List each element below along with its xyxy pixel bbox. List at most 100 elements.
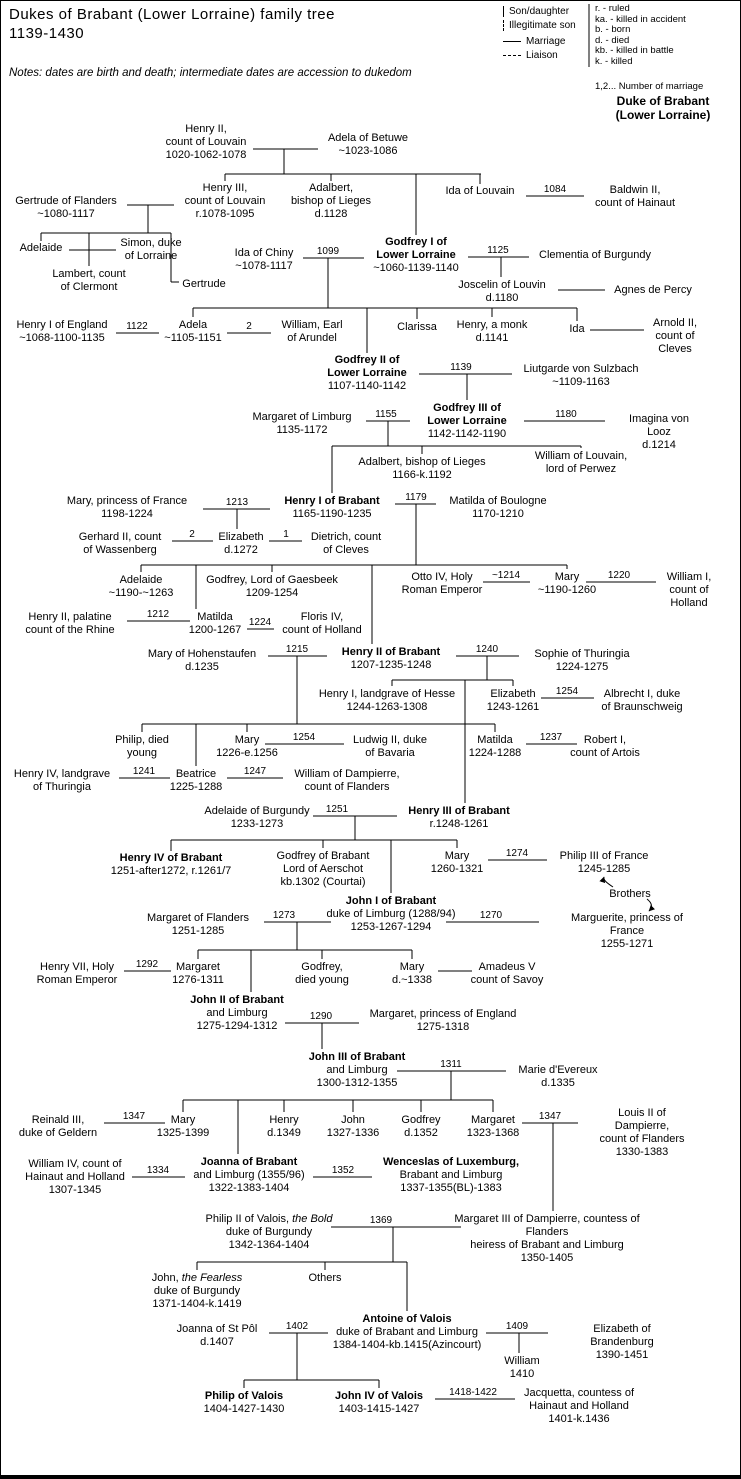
person-henry-iv-of-brabant: Henry IV of Brabant 1251-after1272, r.12… xyxy=(110,852,232,877)
abbr-killed-battle: kb. - killed in battle xyxy=(595,45,674,56)
person-imagina-von-looz: Imagina von Looz d.1214 xyxy=(629,413,689,451)
marriage-number-label: 1 xyxy=(283,529,289,540)
person-margaret-of-flanders: Margaret of Flanders 1251-1285 xyxy=(146,912,250,937)
person-louis-ii-of-dampierre: Louis II of Dampierre, count of Flanders… xyxy=(599,1107,685,1158)
person-mary-1190: Mary ~1190-1260 xyxy=(537,571,597,596)
person-margaret-1276: Margaret 1276-1311 xyxy=(172,961,224,986)
abbr-died: d. - died xyxy=(595,34,630,46)
person-gertrude-of-flanders: Gertrude of Flanders ~1080-1117 xyxy=(15,195,117,220)
person-adalbert-bishop-of-lieges: Adalbert, bishop of Lieges d.1128 xyxy=(290,182,372,220)
person-clementia-of-burgundy: Clementia of Burgundy xyxy=(539,249,651,261)
marriage-year-label: 1125 xyxy=(487,245,509,256)
person-mary-1325: Mary 1325-1399 xyxy=(156,1114,210,1139)
person-matilda-1200: Matilda 1200-1267 xyxy=(188,611,242,636)
marriage-year-label: 1290 xyxy=(309,1011,333,1022)
person-otto-iv-holy-roman-emperor: Otto IV, Holy Roman Emperor xyxy=(401,571,483,596)
abbr-ruled: r. - ruled xyxy=(595,3,630,14)
abbr-born: b. - born xyxy=(595,24,631,35)
marriage-year-label: 1213 xyxy=(225,497,249,508)
marriage-year-label: 1139 xyxy=(450,362,472,373)
person-philip-of-valois: Philip of Valois 1404-1427-1430 xyxy=(203,1390,285,1415)
legend-marriage: Marriage xyxy=(503,36,565,48)
legend-abbreviations: r. - ruled ka. - killed in accident b. -… xyxy=(595,3,686,67)
person-henry-a-monk: Henry, a monk d.1141 xyxy=(456,319,528,344)
person-henry-iii-count-of-louvain: Henry III, count of Louvain r.1078-1095 xyxy=(184,182,266,220)
person-matilda-1224: Matilda 1224-1288 xyxy=(468,734,522,759)
person-margaret-iii-of-dampierre: Margaret III of Dampierre, countess of F… xyxy=(454,1213,640,1264)
marriage-year-label: 1254 xyxy=(555,686,579,697)
marriage-year-label: 1347 xyxy=(122,1111,146,1122)
marriage-year-label: 1180 xyxy=(555,409,577,420)
marriage-year-label: 1099 xyxy=(316,246,340,257)
marriage-year-label: 1237 xyxy=(539,732,563,743)
person-mary-princess-of-france: Mary, princess of France 1198-1224 xyxy=(66,495,188,520)
person-simon-duke-of-lorraine: Simon, duke of Lorraine xyxy=(120,237,182,262)
person-antoine-of-valois: Antoine of Valois duke of Brabant and Li… xyxy=(332,1313,482,1351)
page-title: Dukes of Brabant (Lower Lorraine) family… xyxy=(9,5,335,43)
person-henry-i-of-england: Henry I of England ~1068-1100-1135 xyxy=(16,319,108,344)
person-marie-devereux: Marie d'Evereux d.1335 xyxy=(518,1064,598,1089)
person-henry-ii-palatine-count-of-the-rhine: Henry II, palatine count of the Rhine xyxy=(25,611,115,636)
person-henry-i-of-brabant: Henry I of Brabant 1165-1190-1235 xyxy=(284,495,380,520)
person-william-of-louvain-lord-of-perwez: William of Louvain, lord of Perwez xyxy=(534,450,628,475)
brothers-arrow-up xyxy=(599,876,614,888)
legend-duke-note: Duke of Brabant (Lower Lorraine) xyxy=(615,94,711,122)
abbr-killed: k. - killed xyxy=(595,55,633,67)
person-floris-iv-count-of-holland: Floris IV, count of Holland xyxy=(282,611,362,636)
person-gertrude: Gertrude xyxy=(182,278,226,290)
person-dietrich-count-of-cleves: Dietrich, count of Cleves xyxy=(310,531,382,556)
legend-liaison: Liaison xyxy=(503,50,558,62)
person-marguerite-princess-of-france: Marguerite, princess of France 1255-1271 xyxy=(571,912,683,950)
person-henry-i-landgrave-of-hesse: Henry I, landgrave of Hesse 1244-1263-13… xyxy=(318,688,456,713)
person-reinald-iii-duke-of-geldern: Reinald III, duke of Geldern xyxy=(18,1114,98,1139)
person-mary-1260: Mary 1260-1321 xyxy=(430,850,484,875)
person-albrecht-i-duke-of-braunschweig: Albrecht I, duke of Braunschweig xyxy=(601,688,683,713)
person-godfrey-died-young: Godfrey, died young xyxy=(295,961,349,986)
person-john-iii-of-brabant: John III of Brabant and Limburg 1300-131… xyxy=(308,1051,406,1089)
person-ludwig-ii-duke-of-bavaria: Ludwig II, duke of Bavaria xyxy=(353,734,427,759)
legend-son-daughter: Son/daughter xyxy=(503,6,569,18)
marriage-year-label: 1212 xyxy=(146,609,170,620)
marriage-year-label: 1352 xyxy=(331,1165,355,1176)
person-philip-died-young: Philip, died young xyxy=(115,734,169,759)
person-godfrey-lord-of-gaesbeek: Godfrey, Lord of Gaesbeek 1209-1254 xyxy=(206,574,338,599)
person-adela-of-betuwe: Adela of Betuwe ~1023-1086 xyxy=(327,132,409,157)
person-william-iv-count-of-hainaut: William IV, count of Hainaut and Holland… xyxy=(25,1158,125,1196)
person-henry-iii-of-brabant: Henry III of Brabant r.1248-1261 xyxy=(408,805,510,830)
person-wenceslas-of-luxemburg: Wenceslas of Luxemburg, Brabant and Limb… xyxy=(382,1156,520,1194)
person-ida-of-louvain: Ida of Louvain xyxy=(445,185,515,197)
marriage-year-label: 1274 xyxy=(505,848,529,859)
person-mary-d1338: Mary d.~1338 xyxy=(391,961,433,986)
marriage-year-label: 1179 xyxy=(405,492,427,503)
person-william-earl-of-arundel: William, Earl of Arundel xyxy=(281,319,343,344)
person-henry-ii-of-brabant: Henry II of Brabant 1207-1235-1248 xyxy=(341,646,441,671)
marriage-year-label: 1369 xyxy=(369,1215,393,1226)
person-godfrey-d1352: Godfrey d.1352 xyxy=(401,1114,441,1139)
person-godfrey-i-of-lower-lorraine: Godfrey I of Lower Lorraine ~1060-1139-1… xyxy=(373,236,459,274)
person-william-1410: William 1410 xyxy=(504,1355,540,1380)
person-adelaide: Adelaide xyxy=(19,242,63,254)
marriage-year-label: 1084 xyxy=(543,184,567,195)
person-godfrey-iii-of-lower-lorraine: Godfrey III of Lower Lorraine 1142-1142-… xyxy=(427,402,507,440)
son-line-icon xyxy=(503,6,504,17)
marriage-year-label: 1224 xyxy=(248,617,272,628)
person-henry-d1349: Henry d.1349 xyxy=(267,1114,301,1139)
person-henry-ii-count-of-louvain: Henry II, count of Louvain 1020-1062-107… xyxy=(165,123,247,161)
illegitimate-line-icon xyxy=(503,20,504,31)
marriage-year-label: 1273 xyxy=(272,910,296,921)
person-agnes-de-percy: Agnes de Percy xyxy=(614,284,692,296)
marriage-year-label: ~1214 xyxy=(491,570,521,581)
notes: Notes: dates are birth and death; interm… xyxy=(9,67,412,79)
marriage-year-label: 1155 xyxy=(375,409,397,420)
marriage-year-label: 1220 xyxy=(607,570,631,581)
marriage-year-label: 1240 xyxy=(475,644,499,655)
person-jacquetta: Jacquetta, countess of Hainaut and Holla… xyxy=(523,1387,635,1425)
marriage-year-label: 1241 xyxy=(132,766,156,777)
brothers-arrow-down xyxy=(646,898,656,912)
person-beatrice: Beatrice 1225-1288 xyxy=(169,768,223,793)
person-adelaide-of-burgundy: Adelaide of Burgundy 1233-1273 xyxy=(204,805,310,830)
person-godfrey-ii-of-lower-lorraine: Godfrey II of Lower Lorraine 1107-1140-1… xyxy=(327,354,407,392)
person-godfrey-of-brabant-lord-of-aerschot: Godfrey of Brabant Lord of Aerschot kb.1… xyxy=(276,850,370,888)
